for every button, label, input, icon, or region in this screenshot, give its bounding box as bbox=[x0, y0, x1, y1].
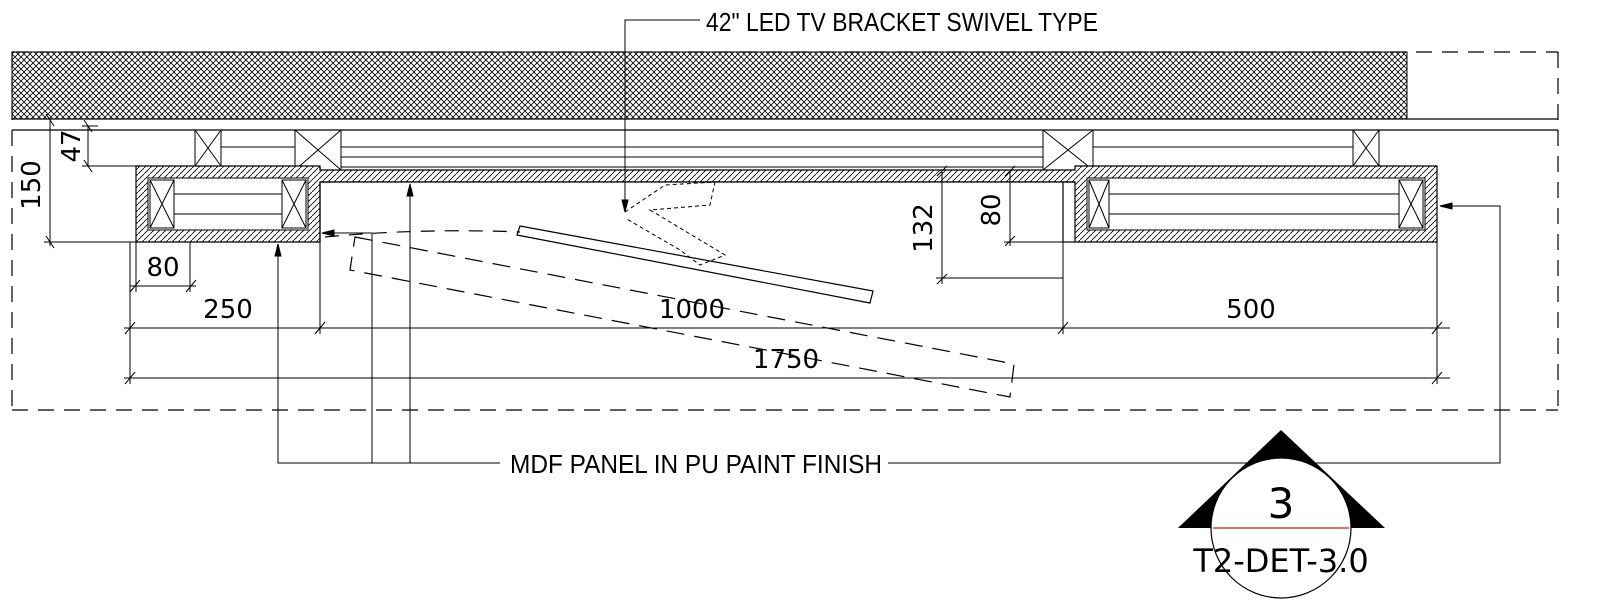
leader-lines bbox=[274, 19, 1501, 464]
dim-500: 500 bbox=[1226, 295, 1276, 325]
dim-80-left: 80 bbox=[146, 253, 179, 283]
mdf-panel bbox=[135, 165, 1438, 243]
tv-swivel-outline bbox=[324, 181, 1015, 398]
panel-callout: MDF PANEL IN PU PAINT FINISH bbox=[510, 449, 882, 479]
framing bbox=[194, 129, 1380, 171]
dimension-lines bbox=[44, 113, 1450, 385]
dim-150: 150 bbox=[17, 160, 47, 210]
dim-47: 47 bbox=[57, 129, 87, 162]
section-reference: T2-DET-3.0 bbox=[1192, 542, 1368, 580]
wall-slab bbox=[11, 51, 1559, 411]
dim-132: 132 bbox=[909, 203, 939, 253]
dim-1000: 1000 bbox=[659, 295, 725, 325]
dim-1750: 1750 bbox=[753, 345, 819, 375]
bracket-callout: 42" LED TV BRACKET SWIVEL TYPE bbox=[706, 7, 1098, 37]
dim-80-right: 80 bbox=[977, 193, 1007, 226]
dim-250: 250 bbox=[203, 295, 253, 325]
section-tag: 3 T2-DET-3.0 bbox=[1178, 430, 1385, 599]
section-number: 3 bbox=[1268, 479, 1295, 528]
